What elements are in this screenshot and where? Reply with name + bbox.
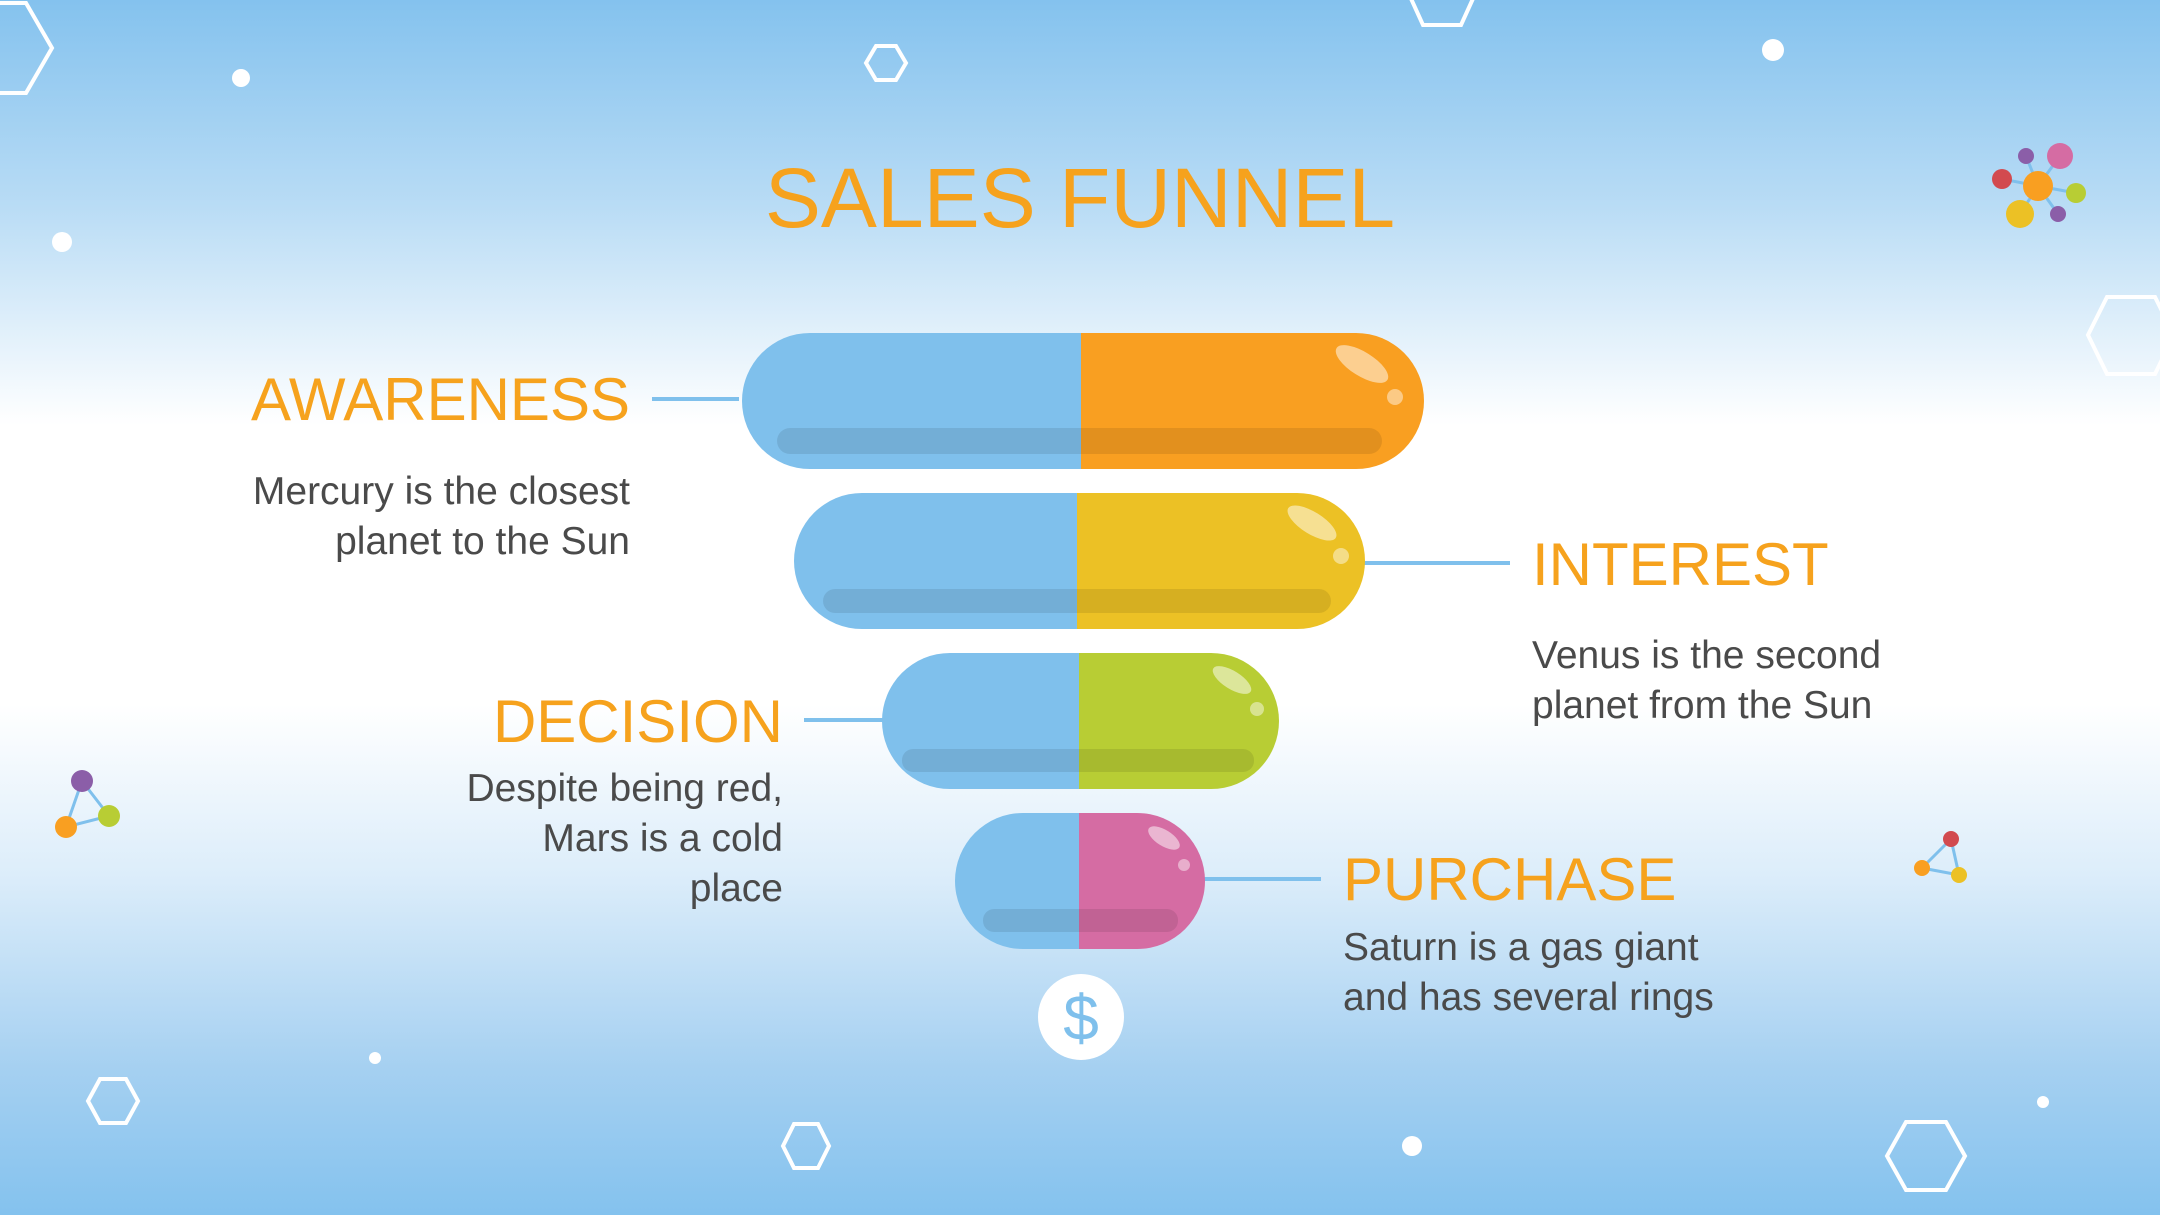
hexagon-icon: [0, 1, 55, 95]
stage-desc-purchase: Saturn is a gas giant and has several ri…: [1343, 926, 1714, 1019]
capsule-purchase-fill: [1079, 813, 1205, 949]
connector-lines: [652, 397, 1510, 881]
stage-desc-decision: Despite being red, Mars is a cold place: [466, 767, 783, 910]
capsule-purchase: [955, 813, 1205, 949]
capsule-decision-fill: [1079, 653, 1279, 789]
dollar-coin-icon: $: [1038, 974, 1124, 1060]
stage-title-decision: DECISION: [492, 688, 783, 755]
background-dots: [52, 39, 2049, 1156]
background-hexagons: [0, 0, 2160, 1190]
stage-title-interest: INTEREST: [1532, 531, 1829, 598]
molecule-icon: [55, 770, 120, 838]
stage-desc-awareness: Mercury is the closest planet to the Sun: [252, 470, 630, 563]
molecule-icon: [1992, 143, 2086, 228]
capsule-decision: [882, 653, 1279, 789]
stage-title-awareness: AWARENESS: [251, 366, 630, 433]
hexagon-icon: [1409, 0, 1475, 27]
capsule-interest: [794, 493, 1365, 629]
hexagon-icon: [1884, 1120, 1968, 1192]
hexagon-icon: [85, 1077, 141, 1125]
hexagon-icon: [780, 1122, 832, 1170]
svg-text:$: $: [1063, 982, 1099, 1054]
stage-desc-interest: Venus is the second planet from the Sun: [1532, 634, 1882, 727]
hexagon-icon: [863, 44, 909, 82]
hexagon-icon: [2085, 295, 2160, 376]
molecule-icon: [1914, 831, 1967, 883]
slide-title: SALES FUNNEL: [764, 151, 1396, 245]
stage-title-purchase: PURCHASE: [1343, 846, 1677, 913]
capsule-awareness: [742, 333, 1424, 469]
